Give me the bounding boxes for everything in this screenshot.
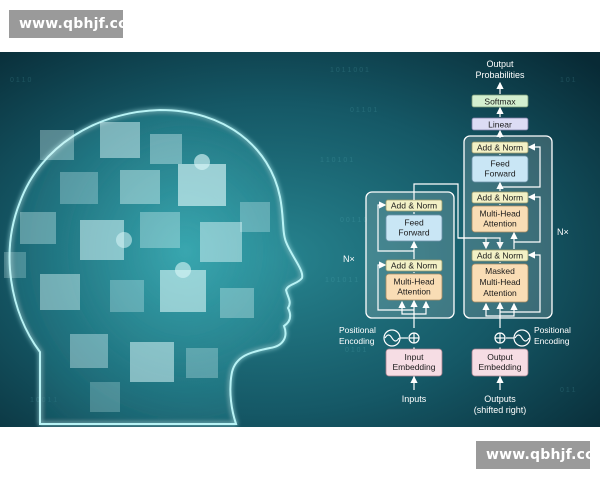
input-embedding-label-1: Input bbox=[405, 352, 425, 362]
decoder-cross-attention-label-2: Attention bbox=[483, 219, 517, 229]
decoder-positional-encoding-label-2: Encoding bbox=[534, 336, 570, 346]
decoder-add-norm-middle-label: Add & Norm bbox=[477, 193, 523, 203]
decoder-masked-attention-label-3: Attention bbox=[483, 288, 517, 298]
svg-text:1 0 1 1 0 0 1: 1 0 1 1 0 0 1 bbox=[330, 67, 369, 74]
decoder-cross-attention bbox=[471, 205, 529, 233]
puzzle-pieces bbox=[4, 122, 270, 412]
svg-text:0 0 1 1 0: 0 0 1 1 0 bbox=[340, 217, 367, 224]
decoder-cross-attention-label-1: Multi-Head bbox=[479, 209, 520, 219]
watermark-top: www.qbhjf.com bbox=[9, 10, 143, 38]
decoder-add-norm-top-label: Add & Norm bbox=[477, 143, 523, 153]
encoder-attention-label-2: Attention bbox=[397, 287, 431, 297]
encoder-feed-forward-label-1: Feed bbox=[404, 218, 424, 228]
output-probabilities-label-1: Output bbox=[486, 59, 514, 69]
decoder-add-norm-bottom-label: Add & Norm bbox=[477, 251, 523, 261]
encoder-add-norm-bottom-label: Add & Norm bbox=[391, 261, 437, 271]
output-probabilities-label-2: Probabilities bbox=[475, 70, 525, 80]
watermark-bottom: www.qbhjf.com bbox=[476, 441, 600, 469]
linear-label: Linear bbox=[488, 120, 512, 130]
output-embedding-label-2: Embedding bbox=[478, 362, 521, 372]
output-embedding-label-1: Output bbox=[487, 352, 513, 362]
svg-text:0 1 1 0: 0 1 1 0 bbox=[10, 77, 32, 84]
encoder-attention-label-1: Multi-Head bbox=[393, 277, 434, 287]
encoder-positional-encoding-label-2: Encoding bbox=[339, 336, 375, 346]
decoder-nx-label: N× bbox=[557, 227, 569, 237]
encoder-feed-forward-label-2: Forward bbox=[398, 228, 429, 238]
inputs-label: Inputs bbox=[402, 394, 427, 404]
decoder-feed-forward-label-1: Feed bbox=[490, 159, 510, 169]
encoder-add-norm-top-label: Add & Norm bbox=[391, 201, 437, 211]
svg-text:1 0 1: 1 0 1 bbox=[560, 77, 576, 84]
svg-text:0 1 0 1: 0 1 0 1 bbox=[345, 347, 367, 354]
decoder-feed-forward-label-2: Forward bbox=[484, 169, 515, 179]
encoder-nx-label: N× bbox=[343, 254, 355, 264]
decoder-positional-encoding-label-1: Positional bbox=[534, 325, 571, 335]
svg-text:1 0 1 0 1 1: 1 0 1 0 1 1 bbox=[325, 277, 358, 284]
head-silhouette bbox=[8, 108, 304, 425]
softmax-label: Softmax bbox=[484, 97, 516, 107]
input-embedding-label-2: Embedding bbox=[392, 362, 435, 372]
svg-text:1 1 0 1 0 1: 1 1 0 1 0 1 bbox=[320, 157, 353, 164]
encoder-positional-encoding-label-1: Positional bbox=[339, 325, 376, 335]
svg-text:0 1 1: 0 1 1 bbox=[560, 387, 576, 394]
decoder-masked-attention-label-2: Multi-Head bbox=[479, 277, 520, 287]
outputs-label-2: (shifted right) bbox=[474, 405, 527, 415]
decoder-masked-attention-label-1: Masked bbox=[485, 266, 515, 276]
outputs-label-1: Outputs bbox=[484, 394, 516, 404]
illustration: 1 0 1 1 0 0 1 0 1 1 0 1 1 1 0 1 0 1 0 0 1 … bbox=[0, 52, 600, 427]
svg-text:0 1 1 0 1: 0 1 1 0 1 bbox=[350, 107, 377, 114]
transformer-diagram: Output Probabilities Softmax Linear N× A… bbox=[339, 59, 571, 415]
